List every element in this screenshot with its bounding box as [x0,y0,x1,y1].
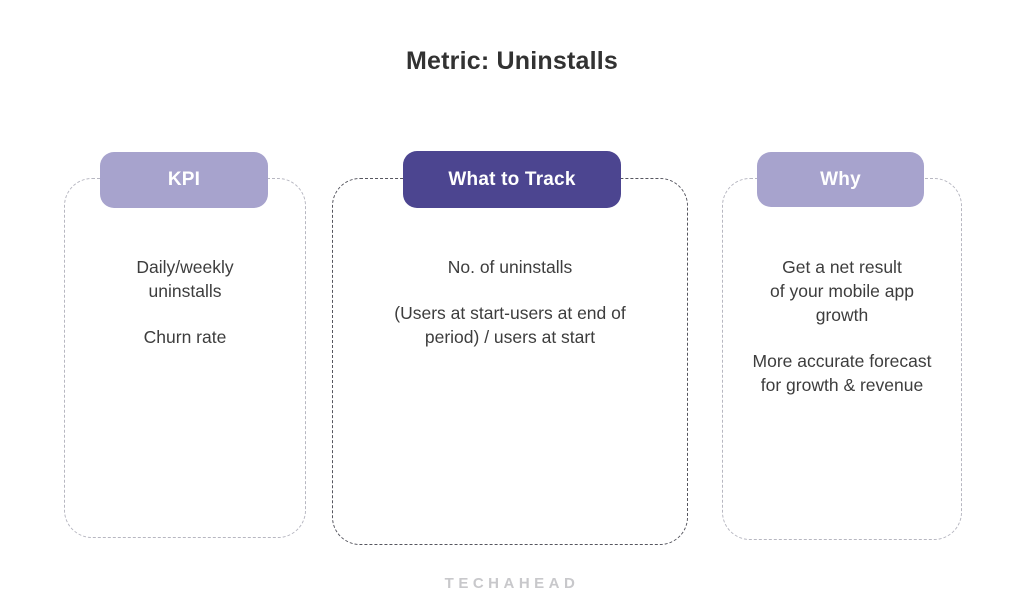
card-kpi-paragraph-1: Daily/weekly uninstalls [136,257,234,301]
card-what-to-track: No. of uninstalls (Users at start-users … [332,178,688,545]
card-why-header-label: Why [820,168,861,190]
card-kpi-header: KPI [100,152,268,208]
card-why-header: Why [757,152,924,207]
card-kpi-header-label: KPI [167,169,201,190]
techahead-logo: TECHAHEAD [444,575,580,592]
card-why: Get a net result of your mobile app grow… [722,178,962,540]
card-what-to-track-header: What to Track [403,151,621,208]
card-kpi-paragraph-2: Churn rate [143,327,227,347]
page-title: Metric: Uninstalls [406,47,618,75]
card-why-paragraph-2: More accurate forecast for growth & reve… [752,351,932,395]
card-why-paragraph-1: Get a net result of your mobile app grow… [770,257,914,325]
card-what-to-track-paragraph-1: No. of uninstalls [447,257,573,277]
card-kpi: Daily/weekly uninstalls Churn rate [64,178,306,538]
card-what-to-track-header-label: What to Track [448,168,576,190]
card-what-to-track-paragraph-2: (Users at start-users at end of period) … [394,303,626,347]
